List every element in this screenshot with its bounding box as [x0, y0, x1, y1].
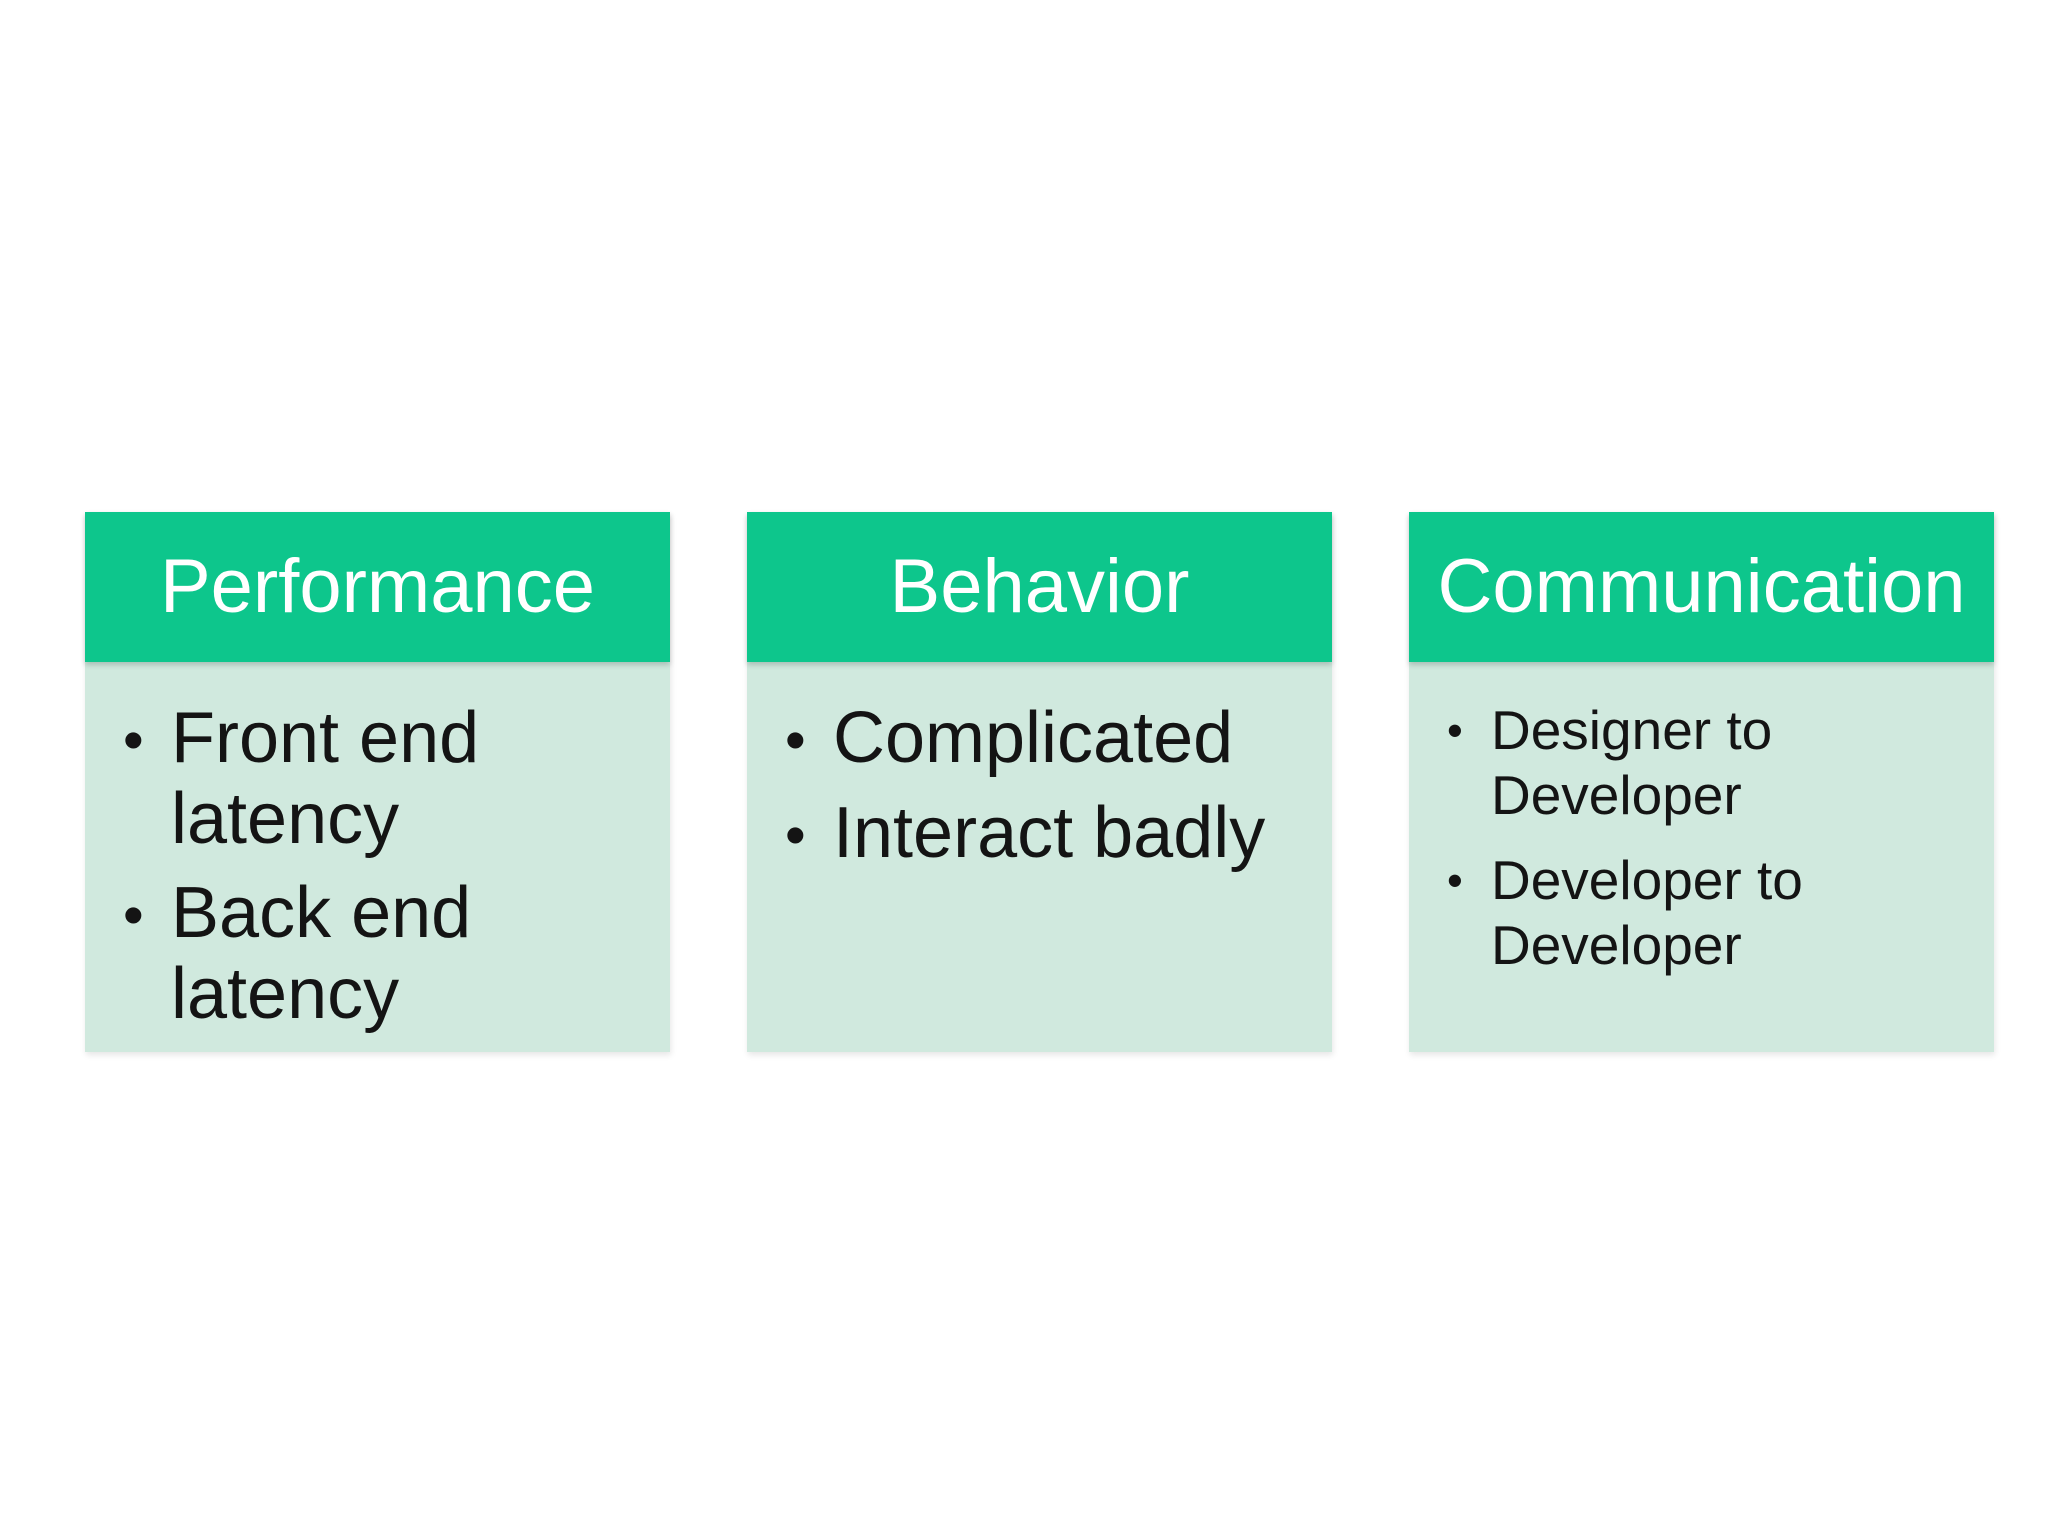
card-performance-title: Performance	[85, 512, 670, 662]
card-communication-title: Communication	[1409, 512, 1994, 662]
bullet-item: Designer to Developer	[1447, 698, 1970, 828]
card-performance: Performance Front end latency Back end l…	[85, 512, 670, 1052]
bullet-list: Complicated Interact badly	[785, 698, 1308, 878]
bullet-list: Designer to Developer Developer to Devel…	[1447, 698, 1970, 978]
card-behavior: Behavior Complicated Interact badly	[747, 512, 1332, 1052]
card-performance-body: Front end latency Back end latency	[85, 662, 670, 1052]
bullet-item: Complicated	[785, 698, 1308, 783]
bullet-item: Interact badly	[785, 793, 1308, 878]
card-behavior-body: Complicated Interact badly	[747, 662, 1332, 1052]
bullet-list: Front end latency Back end latency	[123, 698, 646, 1035]
card-communication-body: Designer to Developer Developer to Devel…	[1409, 662, 1994, 1052]
card-communication: Communication Designer to Developer Deve…	[1409, 512, 1994, 1052]
card-behavior-title: Behavior	[747, 512, 1332, 662]
bullet-item: Front end latency	[123, 698, 646, 859]
cards-row: Performance Front end latency Back end l…	[85, 512, 1994, 1052]
bullet-item: Developer to Developer	[1447, 848, 1970, 978]
bullet-item: Back end latency	[123, 873, 646, 1034]
